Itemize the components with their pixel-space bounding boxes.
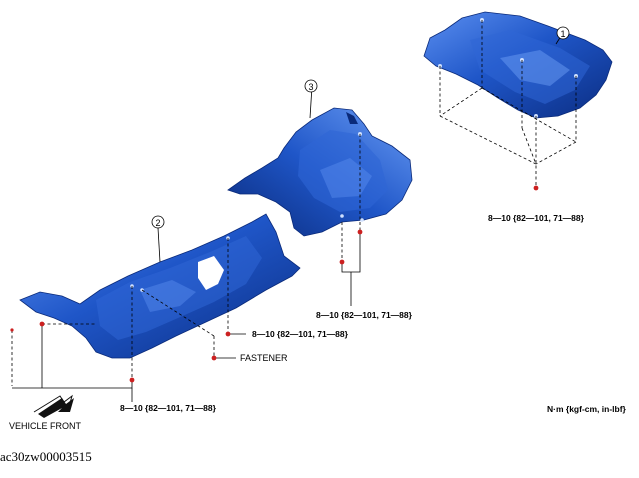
insulator-part-2	[19, 213, 301, 359]
figure-id: ac30zw00003515	[0, 449, 92, 464]
callout-2: 2	[151, 215, 165, 229]
part-3-bolt-a	[339, 259, 345, 265]
part-2-bolt-mid	[225, 331, 231, 337]
torque-spec-part-1: 8—10 {82—101, 71—88}	[488, 213, 584, 223]
vehicle-front-arrow-icon	[33, 394, 74, 418]
part-2-bolt-rear	[39, 321, 45, 327]
torque-spec-part-2-front: 8—10 {82—101, 71—88}	[120, 403, 216, 413]
insulator-part-3	[227, 107, 413, 237]
part-2-bolt-front	[129, 377, 135, 383]
units-label: N·m {kgf-cm, in-lbf}	[547, 404, 626, 414]
part-2-leader	[157, 227, 161, 263]
part-1-bolt	[533, 185, 539, 191]
fastener-point	[211, 355, 217, 361]
callout-3: 3	[304, 79, 318, 93]
svg-text:2: 2	[155, 218, 160, 228]
part-2-front-bracket	[12, 380, 133, 389]
part-2-dashed-lines	[11, 238, 229, 386]
svg-text:3: 3	[308, 82, 313, 92]
callout-1: 1	[556, 26, 570, 40]
torque-spec-part-2-mid: 8—10 {82—101, 71—88}	[252, 329, 348, 339]
vehicle-front-label: VEHICLE FRONT	[9, 421, 82, 431]
part-1-dashed-lines	[439, 20, 577, 186]
part-3-bracket	[341, 232, 361, 273]
part-3-bolt-b	[357, 229, 363, 235]
torque-spec-part-3: 8—10 {82—101, 71—88}	[316, 310, 412, 320]
part-3-dashed-lines	[341, 134, 361, 262]
fastener-label: FASTENER	[240, 353, 288, 363]
svg-text:1: 1	[560, 29, 565, 39]
insulator-part-1	[423, 11, 613, 119]
